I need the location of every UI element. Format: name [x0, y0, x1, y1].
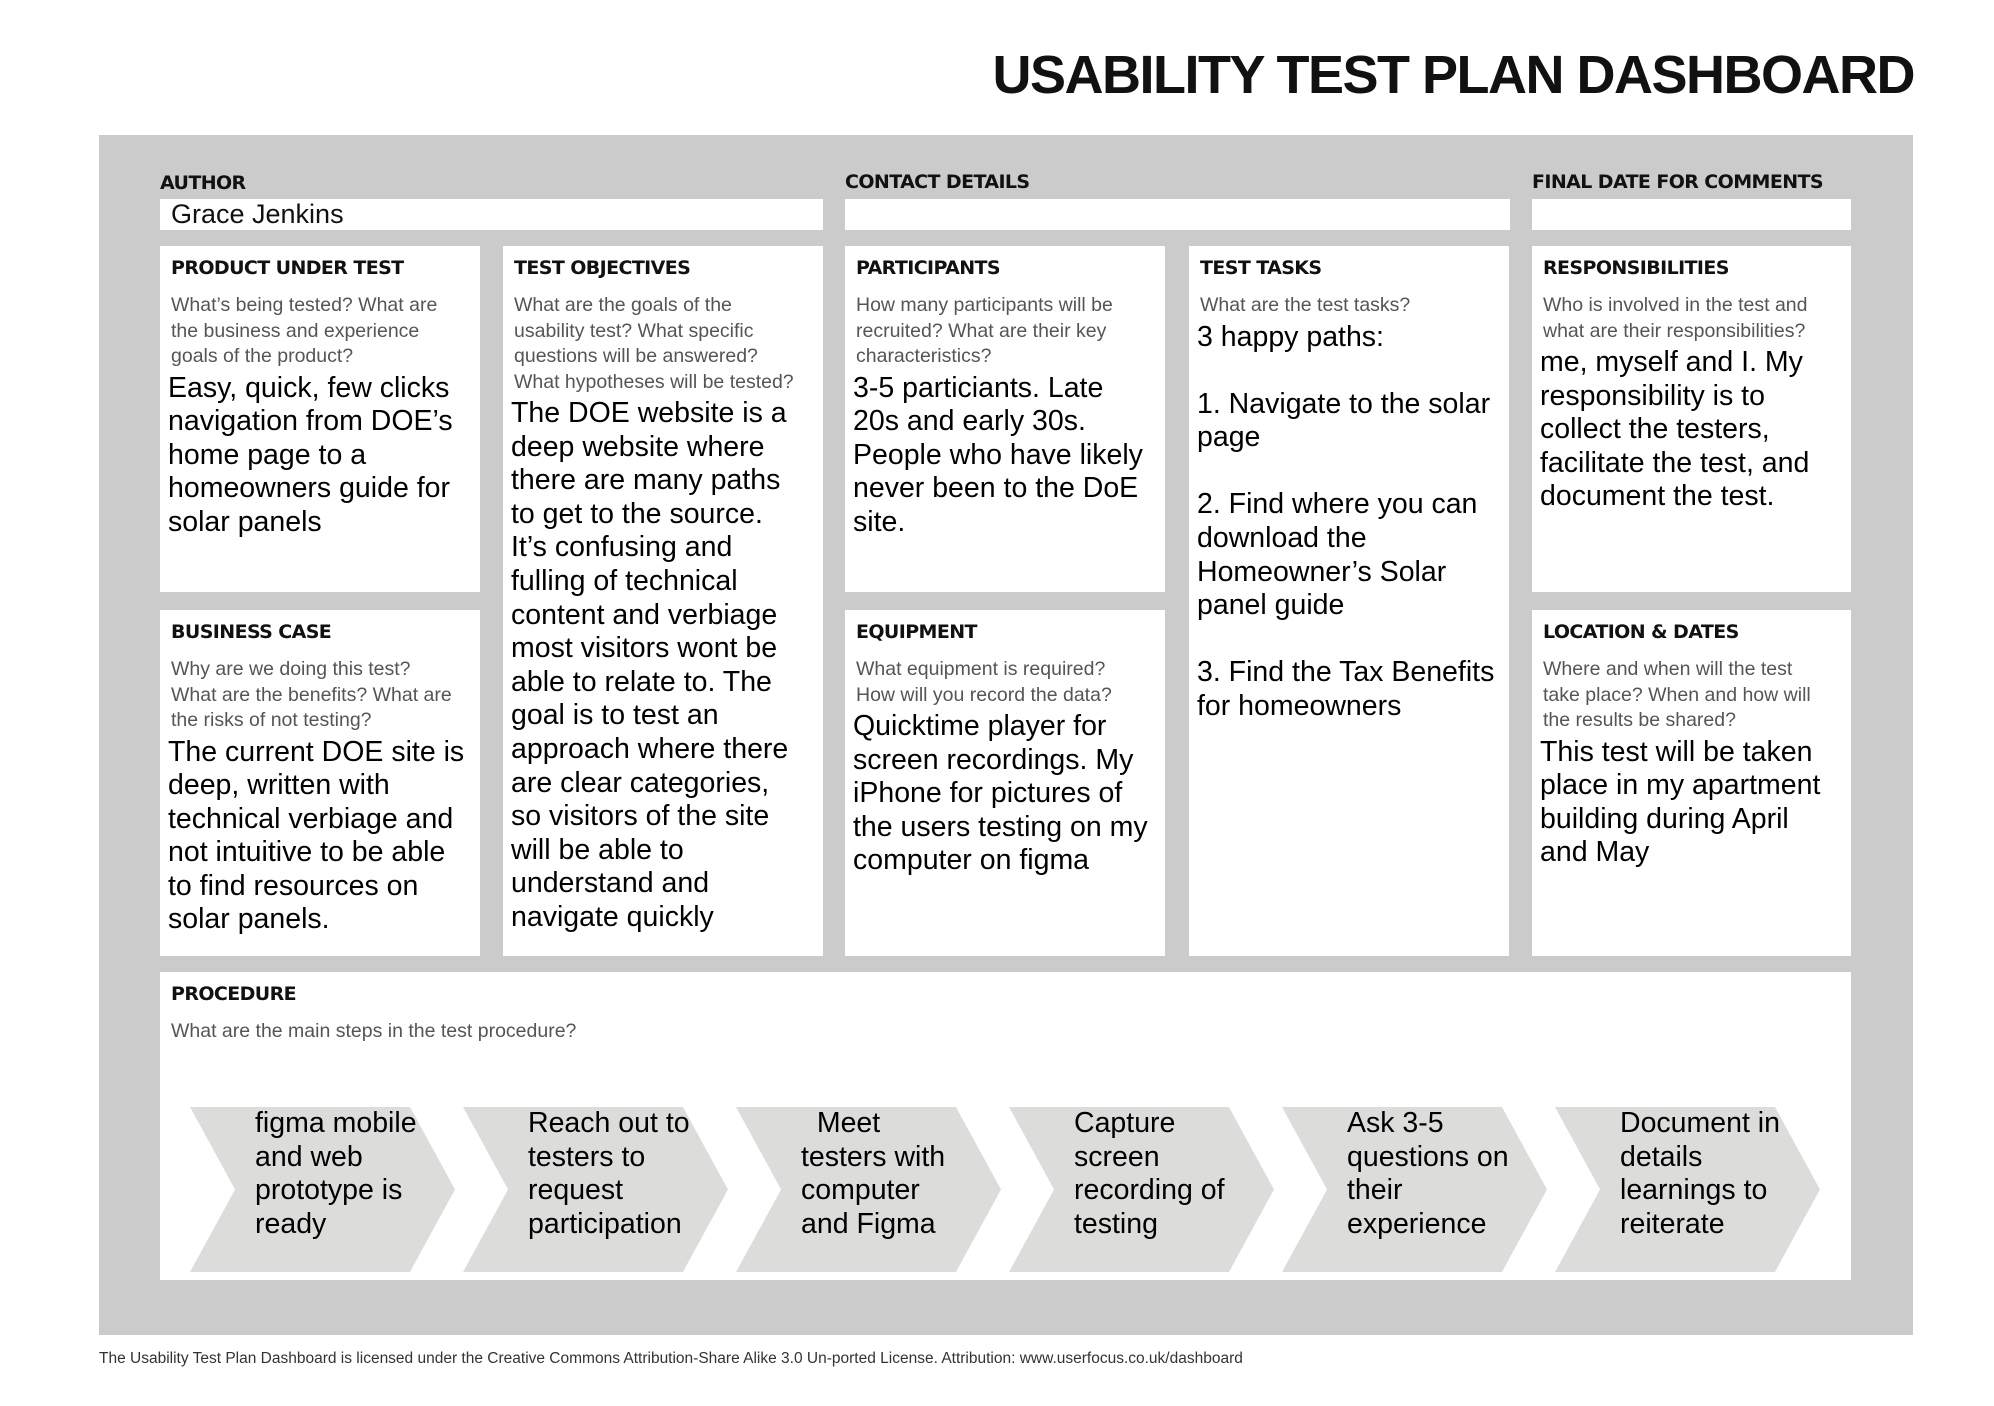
business-case-prompt: Why are we doing this test? What are the… — [171, 658, 452, 731]
test-objectives-title: TEST OBJECTIVES — [514, 257, 691, 279]
location-dates-body[interactable]: This test will be taken place in my apar… — [1540, 735, 1821, 869]
responsibilities-title: RESPONSIBILITIES — [1543, 257, 1729, 279]
equipment-title: EQUIPMENT — [856, 621, 978, 643]
business-case-card: BUSINESS CASE Why are we doing this test… — [160, 610, 480, 956]
responsibilities-prompt: Who is involved in the test and what are… — [1543, 294, 1808, 342]
procedure-step[interactable]: Ask 3-5 questions on their experience — [1347, 1107, 1509, 1240]
location-dates-card: LOCATION & DATES Where and when will the… — [1532, 610, 1851, 956]
final-date-field[interactable] — [1532, 199, 1851, 230]
procedure-step[interactable]: Document in details learnings to reitera… — [1620, 1107, 1780, 1240]
location-dates-prompt: Where and when will the test take place?… — [1543, 658, 1811, 731]
test-objectives-body[interactable]: The DOE website is a deep website where … — [511, 397, 789, 933]
participants-card: PARTICIPANTS How many participants will … — [845, 246, 1165, 592]
test-objectives-card: TEST OBJECTIVES What are the goals of th… — [503, 246, 823, 956]
product-under-test-title: PRODUCT UNDER TEST — [171, 257, 404, 279]
author-field[interactable]: Grace Jenkins — [160, 199, 823, 230]
page-title: USABILITY TEST PLAN DASHBOARD — [992, 45, 1915, 105]
responsibilities-card: RESPONSIBILITIES Who is involved in the … — [1532, 246, 1851, 592]
test-objectives-prompt: What are the goals of the usability test… — [514, 294, 794, 393]
participants-body[interactable]: 3-5 particiants. Late 20s and early 30s.… — [853, 371, 1143, 538]
product-under-test-body[interactable]: Easy, quick, few clicks navigation from … — [168, 371, 453, 538]
procedure-step[interactable]: Capture screen recording of testing — [1074, 1107, 1225, 1240]
final-date-label: FINAL DATE FOR COMMENTS — [1532, 171, 1824, 193]
equipment-prompt: What equipment is required? How will you… — [856, 658, 1112, 706]
procedure-steps: figma mobile and web prototype is ready … — [190, 1107, 1820, 1272]
procedure-step[interactable]: figma mobile and web prototype is ready — [255, 1107, 417, 1240]
dashboard-board: AUTHOR Grace Jenkins CONTACT DETAILS FIN… — [99, 135, 1913, 1335]
license-footer: The Usability Test Plan Dashboard is lic… — [99, 1350, 1243, 1367]
equipment-body[interactable]: Quicktime player for screen recordings. … — [853, 710, 1148, 877]
business-case-title: BUSINESS CASE — [171, 621, 332, 643]
test-tasks-card: TEST TASKS What are the test tasks? 3 ha… — [1189, 246, 1509, 956]
test-tasks-title: TEST TASKS — [1200, 257, 1322, 279]
test-tasks-body[interactable]: 3 happy paths: 1. Navigate to the solar … — [1197, 320, 1495, 723]
test-tasks-prompt: What are the test tasks? — [1200, 294, 1411, 316]
procedure-step[interactable]: Reach out to testers to request particip… — [528, 1107, 690, 1240]
procedure-title: PROCEDURE — [171, 983, 297, 1005]
procedure-prompt: What are the main steps in the test proc… — [171, 1020, 577, 1042]
contact-details-field[interactable] — [845, 199, 1510, 230]
responsibilities-body[interactable]: me, myself and I. My responsibility is t… — [1540, 346, 1810, 513]
participants-prompt: How many participants will be recruited?… — [856, 294, 1113, 367]
contact-details-label: CONTACT DETAILS — [845, 171, 1030, 193]
product-under-test-prompt: What’s being tested? What are the busine… — [171, 294, 438, 367]
procedure-card: PROCEDURE What are the main steps in the… — [160, 972, 1851, 1280]
author-label: AUTHOR — [160, 172, 246, 194]
equipment-card: EQUIPMENT What equipment is required? Ho… — [845, 610, 1165, 956]
location-dates-title: LOCATION & DATES — [1543, 621, 1739, 643]
procedure-step[interactable]: Meet testers with computer and Figma — [801, 1107, 946, 1240]
business-case-body[interactable]: The current DOE site is deep, written wi… — [168, 735, 465, 936]
product-under-test-card: PRODUCT UNDER TEST What’s being tested? … — [160, 246, 480, 592]
participants-title: PARTICIPANTS — [856, 257, 1001, 279]
